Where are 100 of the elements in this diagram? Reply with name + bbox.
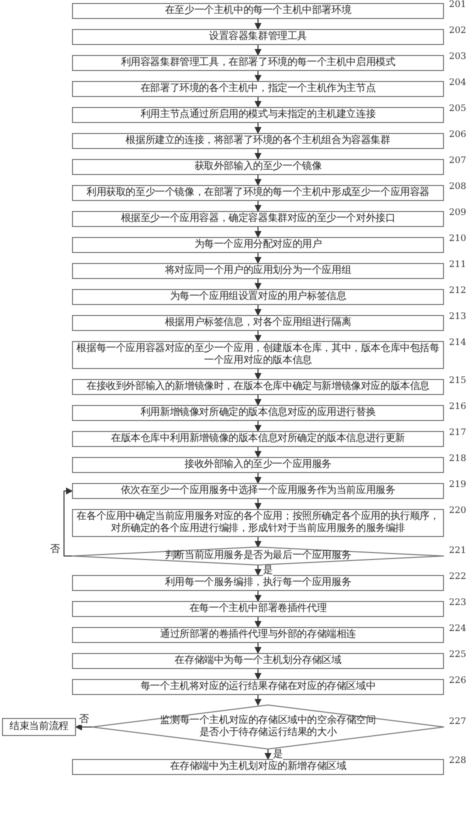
process-box <box>72 405 444 421</box>
arrow <box>254 616 262 628</box>
step-text: 在部署了环境的各个主机中，指定一个主机作为主节点 <box>140 83 376 95</box>
step-text: 判断当前应用服务是否为最后一个应用服务 <box>164 550 352 562</box>
arrow <box>254 70 262 82</box>
step-text: 根据用户标签信息，对各个应用组进行隔离 <box>164 317 352 329</box>
process-box <box>72 379 444 395</box>
step-text: 在接收到外部输入的新增镜像时，在版本仓库中确定与新增镜像对应的版本信息 <box>86 381 430 393</box>
step-text: 通过所部署的卷插件代理与外部的存储端相连 <box>160 629 356 641</box>
arrow <box>254 564 262 576</box>
arrow <box>254 226 262 238</box>
step-text: 根据所建立的连接，将部署了环境的各个主机组合为容器集群 <box>126 135 390 147</box>
arrow <box>254 694 262 706</box>
step-number: 222 <box>449 572 466 582</box>
arrow <box>64 488 73 556</box>
arrow <box>254 536 262 548</box>
process-box <box>72 159 444 175</box>
arrow <box>254 394 262 406</box>
step-text: 为每一个应用组设置对应的用户标签信息 <box>170 291 346 303</box>
step-text: 监测每一个主机对应的存储区域中的空余存储空间是否小于待存储运行结果的大小 <box>159 715 377 739</box>
step-number: 208 <box>449 182 466 192</box>
process-box <box>72 483 444 499</box>
step-text: 在每一个主机中部署卷插件代理 <box>189 603 327 615</box>
process-box <box>72 431 444 447</box>
step-text: 根据至少一个应用容器，确定容器集群对应的至少一个对外接口 <box>120 213 396 225</box>
step-text: 利用每一个服务编排，执行每一个应用服务 <box>164 577 352 589</box>
step-number: 216 <box>449 402 466 412</box>
process-box <box>72 653 444 669</box>
step-number: 221 <box>449 546 466 556</box>
arrow <box>254 278 262 290</box>
step-number: 220 <box>449 506 466 516</box>
edge-label: 是 <box>263 565 273 576</box>
step-text: 结束当前流程 <box>10 721 68 733</box>
step-number: 219 <box>449 480 466 490</box>
step-number: 206 <box>449 130 466 140</box>
process-box <box>72 289 444 305</box>
step-number: 215 <box>449 376 466 386</box>
step-text: 利用主节点通过所启用的模式与未指定的主机建立连接 <box>140 109 376 121</box>
step-text: 利用新增镜像对所确定的版本信息对应的应用进行替换 <box>140 407 376 419</box>
arrow <box>254 590 262 602</box>
process-box <box>72 3 444 19</box>
step-number: 217 <box>449 428 466 438</box>
step-number: 223 <box>449 598 466 608</box>
process-box <box>72 107 444 123</box>
decision-diamond <box>72 547 444 565</box>
step-number: 214 <box>449 338 466 348</box>
arrow <box>254 668 262 680</box>
step-text: 接收外部输入的至少一个应用服务 <box>184 459 332 471</box>
process-box <box>72 759 444 775</box>
process-box <box>72 341 444 369</box>
step-text: 在版本仓库中利用新增镜像的版本信息对所确定的版本信息进行更新 <box>110 433 405 445</box>
arrow <box>254 96 262 108</box>
step-number: 218 <box>449 454 466 464</box>
process-box <box>72 601 444 617</box>
step-number: 203 <box>449 52 466 62</box>
step-text: 根据每一个应用容器对应的至少一个应用，创建版本仓库，其中，版本仓库中包括每一个应用对应的版本信息 <box>76 343 440 367</box>
arrow <box>254 368 262 380</box>
process-box <box>72 55 444 71</box>
arrow <box>254 252 262 264</box>
process-box <box>72 29 444 45</box>
process-box <box>72 237 444 253</box>
arrow <box>254 472 262 484</box>
decision-diamond <box>92 705 444 749</box>
step-text: 利用容器集群管理工具，在部署了环境的每一个主机中启用模式 <box>120 57 396 69</box>
step-number: 204 <box>449 78 466 88</box>
step-number: 211 <box>449 260 466 270</box>
step-number: 213 <box>449 312 466 322</box>
arrow <box>75 724 92 730</box>
process-box <box>72 627 444 643</box>
arrow <box>254 420 262 432</box>
step-text: 设置容器集群管理工具 <box>208 31 307 43</box>
arrow <box>254 446 262 458</box>
step-text: 在存储端中为主机划对应的新增存储区域 <box>170 761 346 773</box>
step-number: 226 <box>449 676 466 686</box>
step-number: 205 <box>449 104 466 114</box>
step-text: 依次在至少一个应用服务中选择一个应用服务作为当前应用服务 <box>120 485 396 497</box>
arrow <box>254 122 262 134</box>
step-text: 在至少一个主机中的每一个主机中部署环境 <box>164 5 352 17</box>
step-text: 为每一个应用分配对应的用户 <box>194 239 322 251</box>
step-number: 202 <box>449 26 466 36</box>
process-box <box>72 315 444 331</box>
arrow <box>254 304 262 316</box>
process-box <box>72 263 444 279</box>
edge-label: 否 <box>79 714 89 725</box>
step-text: 获取外部输入的至少一个镜像 <box>194 161 322 173</box>
step-number: 228 <box>449 756 466 766</box>
step-number: 212 <box>449 286 466 296</box>
step-number: 210 <box>449 234 466 244</box>
arrow <box>254 18 262 30</box>
process-box <box>72 81 444 97</box>
arrow <box>254 330 262 342</box>
process-box <box>72 185 444 201</box>
step-number: 227 <box>449 717 466 727</box>
process-box <box>72 457 444 473</box>
arrow <box>254 200 262 212</box>
step-text: 在存储端中为每一个主机划分存储区域 <box>174 655 342 667</box>
step-number: 225 <box>449 650 466 660</box>
arrow <box>254 642 262 654</box>
process-box <box>72 575 444 591</box>
process-box <box>72 679 444 695</box>
